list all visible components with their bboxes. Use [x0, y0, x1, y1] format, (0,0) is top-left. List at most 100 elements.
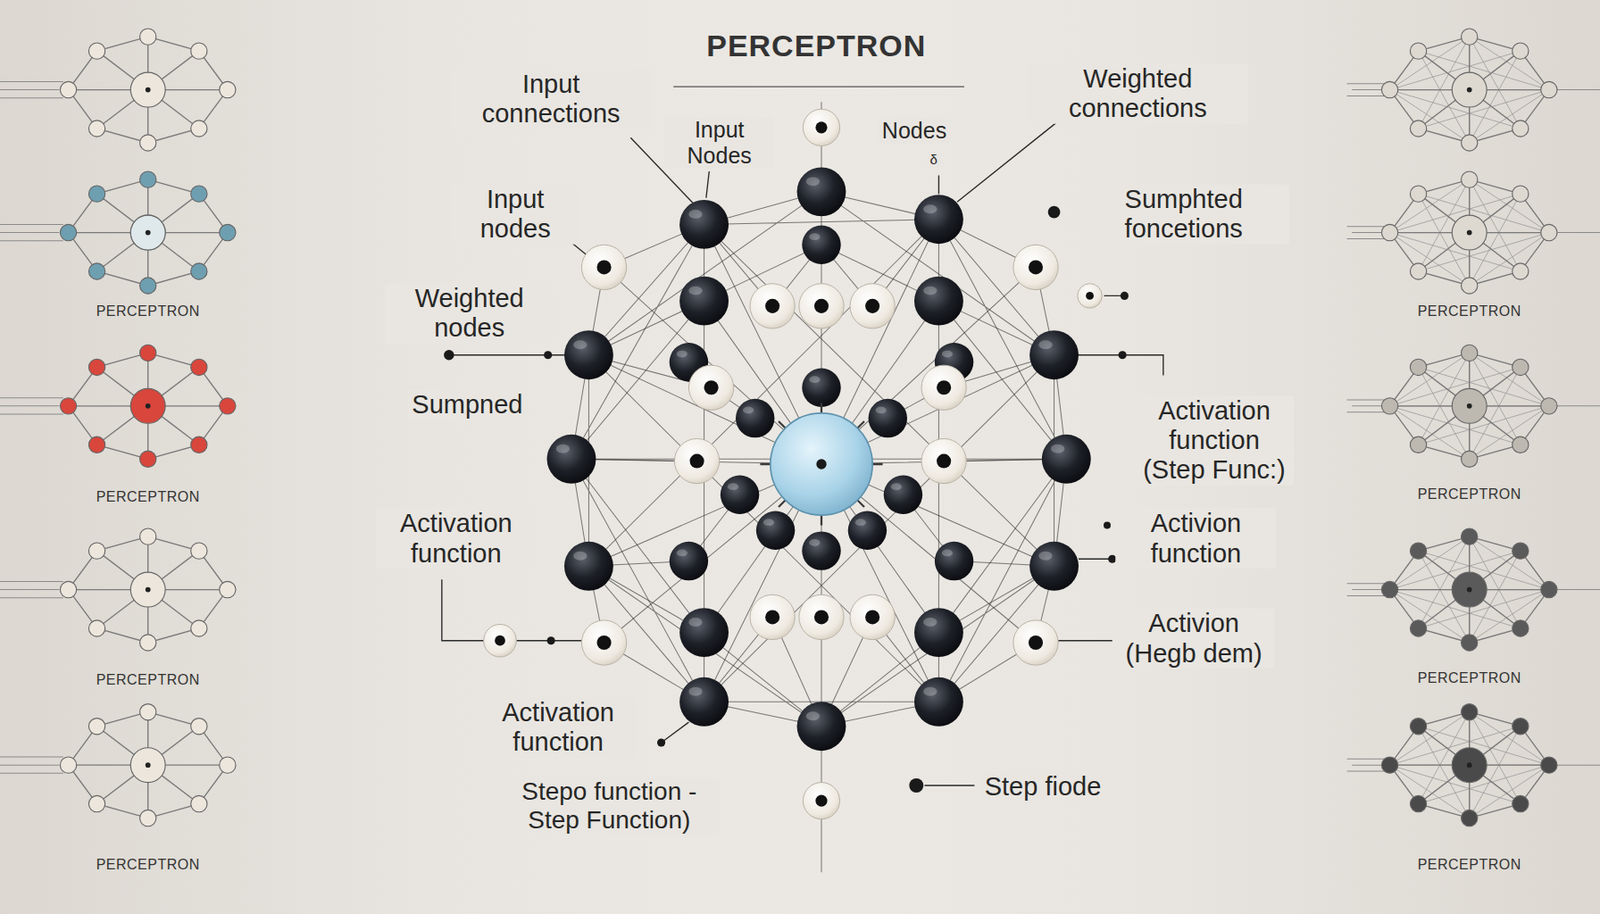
icon-caption: PERCEPTRON: [96, 857, 200, 874]
inner-dark-nodes-part: [801, 531, 841, 570]
output-neuron-part: [816, 458, 826, 469]
outer-dark-nodes-part: [679, 608, 729, 658]
callout-label: Sumphted foncetions: [1077, 184, 1290, 245]
side-perceptron-icons-part: [145, 230, 151, 236]
input-eye-nodes-part: [581, 620, 626, 666]
side-perceptron-icons-part: [130, 215, 166, 250]
input-eye-nodes-part: [850, 594, 895, 640]
callout-label: Nodes: [878, 117, 950, 144]
network-lines-part: [571, 191, 1067, 727]
callout-label: Stepo function -Step Function): [498, 777, 720, 835]
icon-caption: PERCEPTRON: [96, 303, 200, 320]
output-neuron-part: [770, 413, 873, 516]
callout-label: Activation function: [375, 508, 536, 569]
input-eye-nodes-part: [688, 365, 734, 410]
callout-label: Input Nodes: [665, 116, 775, 169]
icon-caption: PERCEPTRON: [1417, 857, 1522, 874]
leader-lines: [441, 120, 1164, 786]
side-wires-part: [1347, 83, 1386, 772]
inner-dark-nodes: [669, 225, 975, 582]
input-eye-nodes-part: [799, 594, 844, 640]
outer-dark-nodes-part: [1029, 330, 1079, 380]
side-perceptron-icons: [59, 28, 1558, 827]
callout-label: Weighted connections: [1026, 64, 1249, 125]
inner-dark-nodes-part: [735, 399, 775, 438]
callout-label: Activion function: [1116, 508, 1276, 569]
outer-dark-nodes-part: [914, 608, 964, 658]
input-eye-nodes-part: [921, 438, 967, 484]
icon-caption: PERCEPTRON: [96, 489, 200, 506]
leader-dots-part: [1048, 206, 1061, 219]
outer-dark-nodes-part: [564, 330, 614, 380]
leader-dots-part: [1120, 291, 1129, 300]
inner-dark-nodes-part: [883, 475, 923, 515]
network-lines-part: [571, 244, 1067, 726]
side-perceptron-icons-part: [59, 344, 236, 467]
icon-caption: PERCEPTRON: [1417, 486, 1522, 503]
input-eye-nodes-part: [802, 108, 840, 146]
inner-dark-nodes-part: [669, 541, 709, 581]
outer-dark-nodes-part: [797, 166, 847, 217]
leader-dots-part: [1103, 522, 1111, 530]
side-wires-part: [1556, 90, 1600, 767]
inner-dark-nodes-part: [868, 399, 908, 438]
leader-dots-part: [547, 636, 556, 645]
icon-caption: PERCEPTRON: [1417, 670, 1522, 687]
network-lines: [571, 101, 1067, 873]
input-eye-nodes-part: [802, 783, 840, 820]
input-eye-nodes-part: [581, 244, 626, 290]
inner-dark-nodes-part: [801, 225, 841, 265]
outer-dark-nodes-part: [1029, 541, 1079, 592]
outer-dark-nodes-part: [564, 541, 614, 592]
callout-label: Input nodes: [450, 184, 581, 245]
callout-label: Activation function (Step Func:): [1133, 396, 1294, 486]
input-eye-nodes-part: [799, 283, 844, 329]
network-lines-part: [571, 191, 1067, 727]
side-perceptron-icons-part: [59, 28, 236, 151]
input-eye-nodes-part: [1013, 620, 1059, 666]
input-eye-nodes-part: [483, 624, 517, 658]
outer-dark-nodes-part: [1041, 434, 1092, 484]
inner-dark-nodes-part: [720, 475, 759, 515]
leader-dots-part: [543, 350, 552, 359]
input-eye-nodes-part: [674, 438, 719, 484]
callout-label: Activation function: [477, 698, 638, 759]
input-eye-nodes-part: [750, 283, 795, 329]
callout-label: Activion (Hegb dem): [1113, 608, 1274, 669]
outer-dark-nodes: [547, 166, 1092, 751]
outer-dark-nodes-part: [679, 276, 729, 326]
icon-caption: PERCEPTRON: [1417, 303, 1522, 320]
input-eye-nodes-part: [750, 594, 795, 640]
inner-dark-nodes-part: [756, 511, 795, 550]
side-perceptron-icons-part: [1381, 171, 1558, 294]
inner-dark-nodes-part: [934, 541, 974, 581]
side-perceptron-icons-part: [59, 528, 236, 651]
outer-dark-nodes-part: [679, 200, 729, 250]
leader-lines-part: [441, 120, 1164, 786]
output-neuron-part: [759, 402, 883, 525]
network-lines-part: [571, 191, 1067, 727]
input-eye-nodes-part: [850, 283, 895, 329]
side-wires: [0, 81, 1600, 774]
outer-dark-nodes-part: [797, 701, 847, 751]
side-perceptron-icons-part: [1381, 528, 1558, 651]
leader-dots-part: [908, 778, 924, 793]
callout-label: Input connections: [450, 69, 652, 130]
outer-dark-nodes-part: [914, 194, 964, 244]
side-perceptron-icons-part: [59, 171, 236, 294]
leader-dots-part: [443, 350, 454, 360]
callout-label: Sumpned: [408, 390, 526, 420]
outer-dark-nodes-part: [914, 677, 964, 727]
leader-dots-part: [657, 738, 666, 747]
side-perceptron-icons-part: [1381, 704, 1558, 827]
side-perceptron-icons-part: [59, 704, 236, 827]
input-eye-nodes-part: [921, 365, 967, 410]
network-lines-part: [571, 219, 1067, 727]
output-neuron: [759, 402, 883, 525]
side-wires-part: [0, 81, 64, 774]
callout-label: Step fiode: [981, 773, 1106, 803]
input-eye-nodes-part: [1013, 244, 1059, 290]
diagram-title: PERCEPTRON: [706, 28, 926, 64]
